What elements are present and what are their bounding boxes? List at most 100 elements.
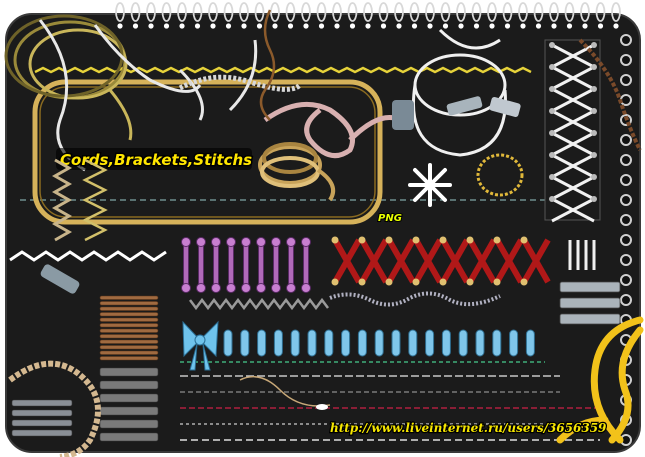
ribbon-eyelet xyxy=(412,236,420,244)
yellow-zigzag-coil xyxy=(82,158,108,242)
blue-bow xyxy=(182,320,219,371)
lace-grommet xyxy=(591,64,597,70)
bracket-cap xyxy=(211,283,221,293)
copper-bracket xyxy=(99,356,159,361)
bracket-cap xyxy=(226,283,236,293)
blue-bracket xyxy=(441,329,451,357)
bracket-cap xyxy=(256,237,266,247)
eyelet xyxy=(620,294,632,306)
binding-hole xyxy=(163,23,170,29)
binding-hole xyxy=(349,23,356,29)
copper-bracket xyxy=(99,339,159,344)
ribbon-eyelet xyxy=(493,278,501,286)
binding-hole xyxy=(458,23,464,29)
tan-rope-coil xyxy=(258,142,335,202)
eyelet xyxy=(620,214,632,226)
purple-bracket xyxy=(288,241,294,289)
grey-zigzag xyxy=(189,297,329,311)
eyelet xyxy=(620,94,632,106)
binding-hole xyxy=(210,23,216,29)
white-bead xyxy=(316,404,328,410)
binding-hole xyxy=(287,23,294,29)
copper-bracket xyxy=(99,295,159,300)
bracket-cap xyxy=(286,237,296,247)
lace-grommet xyxy=(591,196,597,202)
spiral-ring xyxy=(223,2,234,22)
spiral-ring xyxy=(440,2,451,22)
steel-bar xyxy=(559,297,621,309)
bracket-cap xyxy=(181,237,191,247)
binding-hole xyxy=(334,23,340,29)
steel-bracket xyxy=(99,393,159,403)
binding-hole xyxy=(148,23,154,29)
binding-hole xyxy=(396,23,402,29)
binding-hole xyxy=(535,23,542,29)
red-ribbon-cross xyxy=(467,238,497,284)
eyelet xyxy=(620,254,632,266)
binding-hole xyxy=(117,23,123,29)
spiral-ring xyxy=(487,2,497,22)
spiral-ring xyxy=(177,2,187,22)
brown-hanging-cord xyxy=(259,9,276,121)
copper-bracket xyxy=(99,323,159,328)
red-ribbon-cross xyxy=(440,238,470,284)
binding-hole xyxy=(504,23,511,29)
corset-lacing xyxy=(544,39,601,223)
purple-bracket xyxy=(183,241,189,289)
ribbon-eyelet xyxy=(331,278,339,286)
binding-hole xyxy=(520,23,526,29)
spiral-ring xyxy=(409,2,420,22)
copper-bracket xyxy=(99,350,159,355)
spiral-ring xyxy=(363,2,373,22)
eyelet xyxy=(620,74,632,86)
lace-grommet xyxy=(591,174,597,180)
spiral-ring xyxy=(580,2,590,22)
lace-grommet xyxy=(591,152,597,158)
spiral-ring xyxy=(192,2,203,22)
steel-bar xyxy=(559,281,621,293)
bracket-cap xyxy=(271,237,281,247)
eyelet xyxy=(620,194,632,206)
spiral-ring xyxy=(595,2,606,22)
bracket-cap xyxy=(256,283,266,293)
binding-hole xyxy=(303,23,309,29)
spiral-ring xyxy=(518,2,528,22)
spiral-ring xyxy=(115,2,125,22)
lace-strand xyxy=(551,43,595,69)
lace-grommet xyxy=(549,174,555,180)
png-badge: PNG xyxy=(378,213,402,224)
red-ribbon-cross xyxy=(386,238,416,284)
lace-grommet xyxy=(549,152,555,158)
binding-hole xyxy=(241,23,247,29)
spiral-binding-rings xyxy=(115,2,621,29)
eyelet xyxy=(620,54,632,66)
bracket-cap xyxy=(196,237,206,247)
spiral-ring xyxy=(611,2,621,22)
purple-brackets xyxy=(181,237,311,293)
purple-bracket xyxy=(303,241,309,289)
copper-brackets xyxy=(99,295,159,442)
copper-bracket xyxy=(99,345,159,350)
grey-bar xyxy=(11,399,73,407)
bottom-left-twisted-rope xyxy=(8,360,101,457)
blue-bracket xyxy=(391,329,401,357)
ribbon-eyelet xyxy=(385,236,393,244)
lace-grommet xyxy=(591,130,597,136)
binding-hole xyxy=(427,23,433,29)
ribbon-eyelet xyxy=(331,236,339,244)
spiral-ring xyxy=(270,2,280,22)
ribbon-eyelet xyxy=(493,236,501,244)
grey-bead-string xyxy=(329,291,501,307)
spiral-ring xyxy=(456,2,466,22)
lace-strand xyxy=(551,87,595,113)
steel-bracket xyxy=(99,367,159,377)
rope-frame xyxy=(32,79,383,225)
copper-bracket xyxy=(99,301,159,306)
ribbon-eyelet xyxy=(385,278,393,286)
binding-hole xyxy=(597,23,604,29)
binding-hole xyxy=(582,23,588,29)
binding-hole xyxy=(225,23,232,29)
spiral-ring xyxy=(471,2,482,22)
lace-grommet xyxy=(549,86,555,92)
blue-bracket xyxy=(475,329,485,357)
